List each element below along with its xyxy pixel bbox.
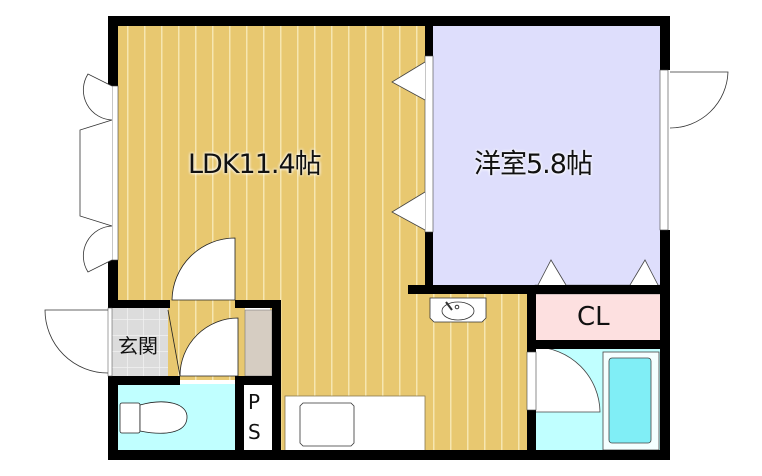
bathtub-icon [608, 357, 652, 444]
entrance-floor [112, 308, 168, 376]
closet-floor [535, 293, 661, 340]
pipe-space-label-p: P [248, 390, 261, 414]
closet-label: CL [577, 302, 610, 332]
kitchen-sink-icon [299, 402, 355, 447]
entrance-label: 玄関 [118, 334, 158, 358]
ldk-label: LDK11.4帖 [188, 149, 322, 180]
pipe-space [244, 384, 272, 452]
balcony-door [659, 69, 729, 231]
entrance-inner-door-swing [179, 317, 239, 377]
wash-basin-icon [429, 297, 487, 323]
walls [108, 16, 670, 460]
toilet-icon [119, 401, 188, 434]
left-window [79, 73, 119, 273]
bathroom [534, 346, 661, 452]
western-room-floor [430, 26, 662, 288]
western-room-label: 洋室5.8帖 [474, 149, 593, 180]
pipe-space-label-s: S [248, 420, 261, 444]
entrance-door-swing [44, 309, 109, 374]
shoe-cabinet [244, 309, 273, 377]
closet-door-marks [537, 259, 659, 286]
sliding-door-marks [391, 55, 434, 233]
hall-door-swing [171, 237, 236, 301]
